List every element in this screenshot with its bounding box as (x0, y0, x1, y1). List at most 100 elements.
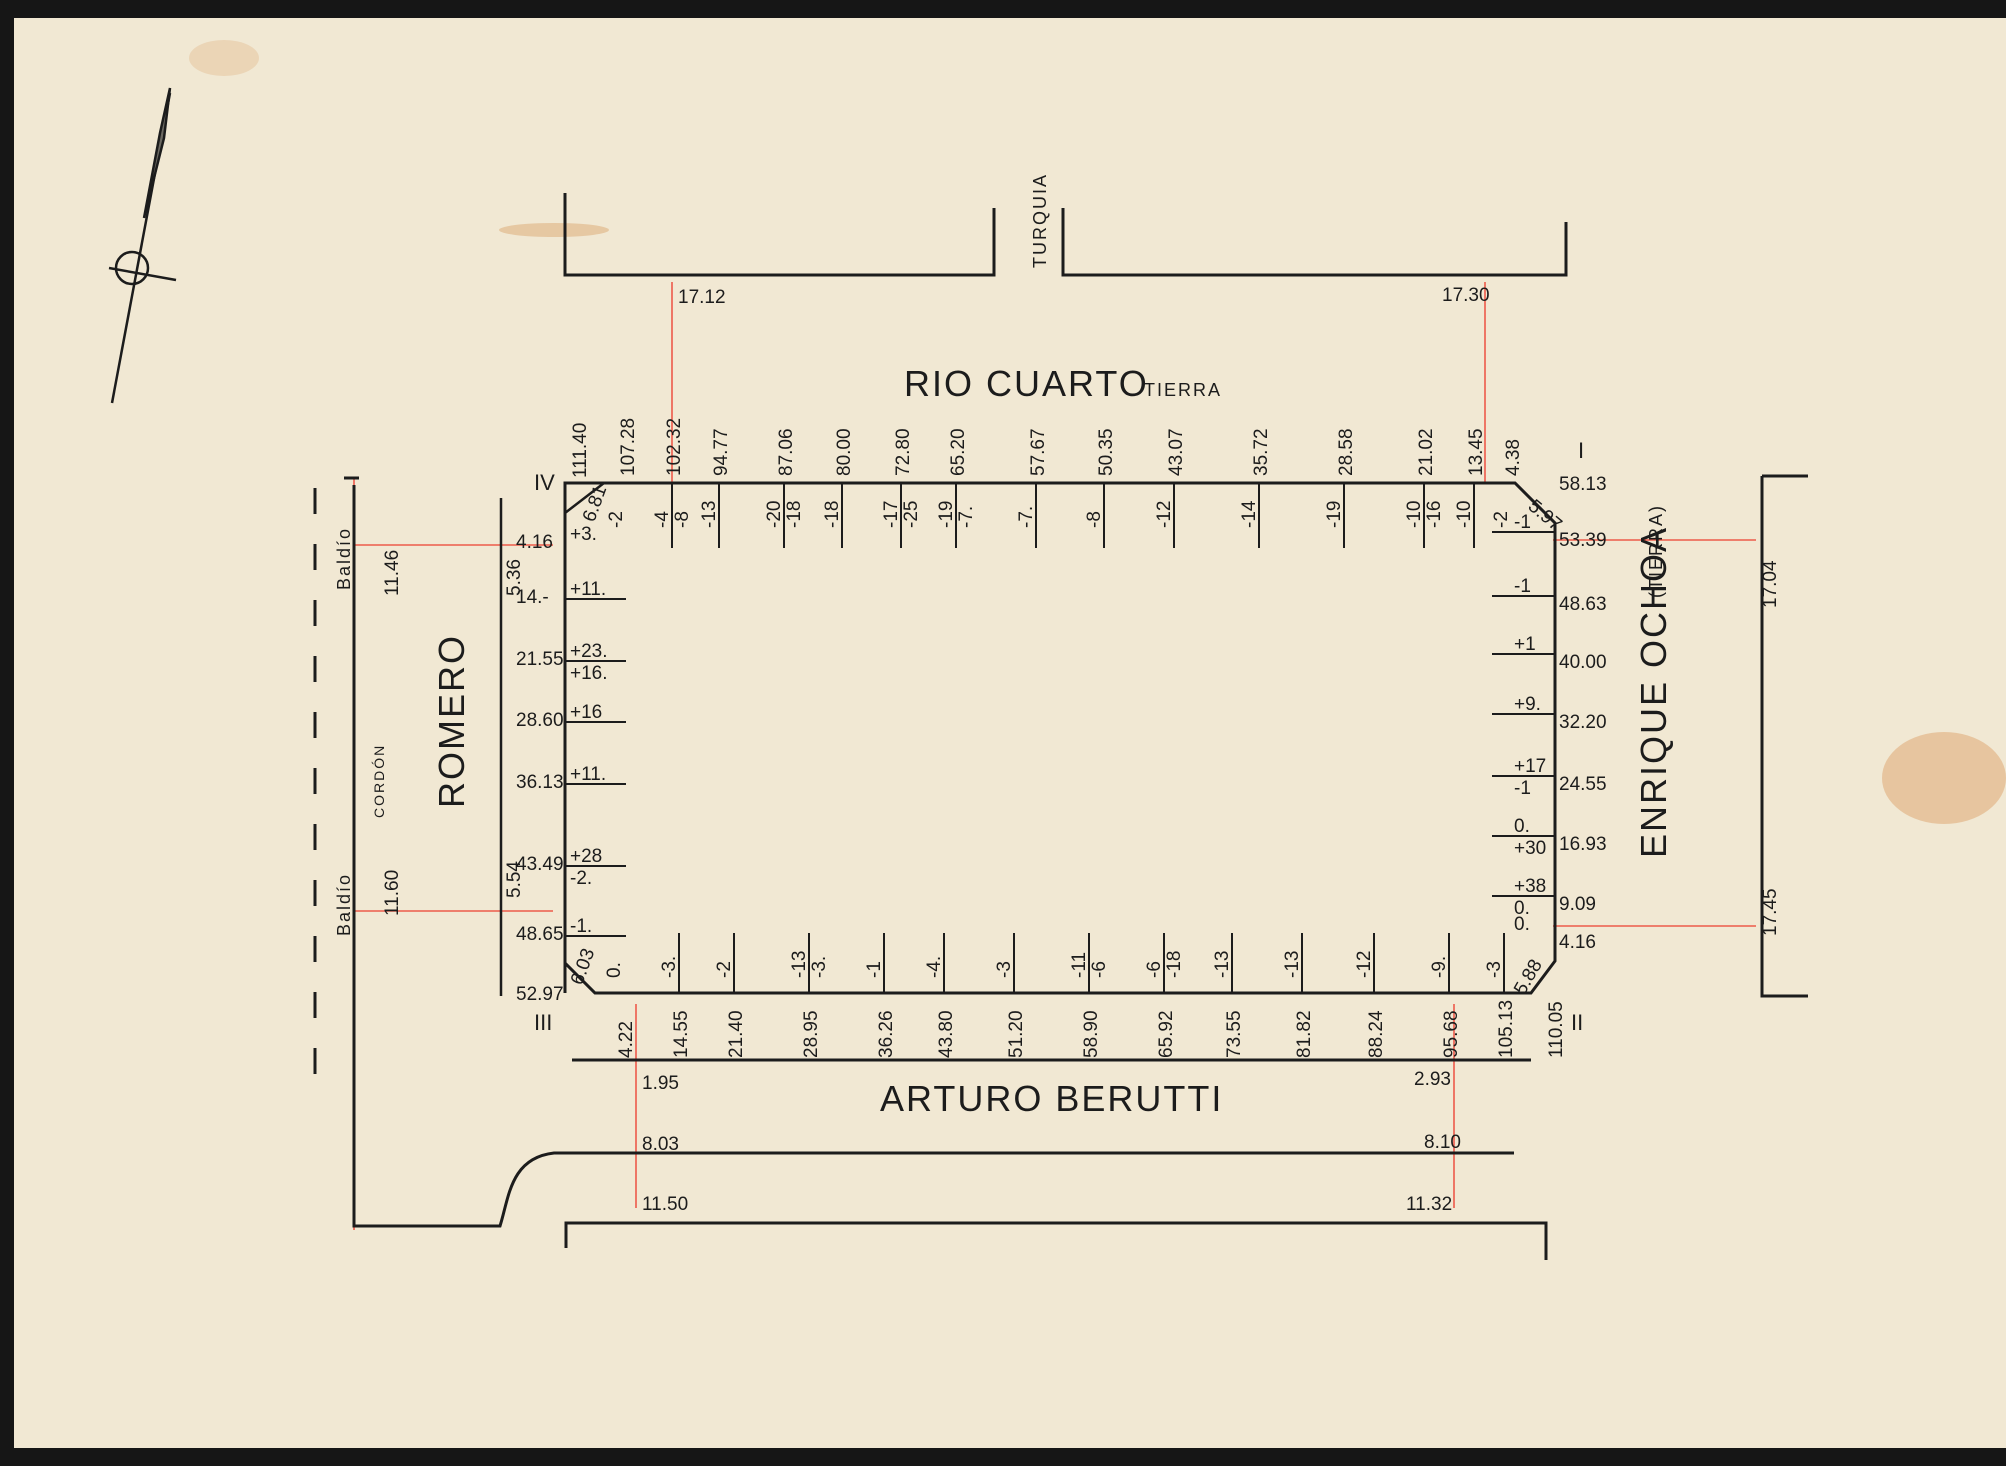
south-level-label: -6 (1089, 961, 1110, 978)
south-level-label: -6 (1144, 961, 1165, 978)
west-distance-label: 48.65 (516, 924, 564, 945)
north-level-label: -14 (1239, 500, 1260, 528)
north-distance-label: 43.07 (1166, 428, 1187, 476)
east-level-label: 0. (1514, 914, 1530, 935)
south-level-label: -13 (1212, 951, 1233, 978)
south-level-label: -3 (994, 961, 1015, 978)
north-distance-label: 72.80 (893, 428, 914, 476)
south-distance-label: 36.26 (876, 1010, 897, 1058)
north-level-label: -7. (1016, 506, 1037, 528)
east-distance-label: 48.63 (1559, 594, 1607, 615)
west-level-label: -2. (570, 868, 592, 889)
east-level-label: +30 (1514, 838, 1546, 859)
street-lines (344, 193, 1808, 1260)
south-level-label: -13 (789, 951, 810, 978)
south-level-label: -2 (714, 961, 735, 978)
north-level-label: -10 (1404, 501, 1425, 528)
west-distance-label: 28.60 (516, 710, 564, 731)
street-name-south: ARTURO BERUTTI (880, 1078, 1223, 1119)
south-distance-label: 21.40 (726, 1010, 747, 1058)
offset-west-top: 11.46 (382, 550, 403, 596)
south-level-label: -13 (1282, 951, 1303, 978)
offset-south-outer-right: 11.32 (1406, 1194, 1452, 1215)
north-distance-label: 87.06 (776, 428, 797, 476)
south-distance-label: 28.95 (801, 1010, 822, 1058)
street-note-north: TIERRA (1144, 380, 1222, 400)
south-distance-label: 88.24 (1366, 1010, 1387, 1058)
north-distance-label: 102.32 (664, 418, 685, 476)
east-distance-label: 16.93 (1559, 834, 1607, 855)
north-distance-label: 50.35 (1096, 428, 1117, 476)
corner-value-nw-top: 111.40 (570, 423, 591, 478)
east-level-label: +38 (1514, 876, 1546, 897)
west-distance-label: 52.97 (516, 984, 564, 1005)
offset-west-inner-bottom: 5.54 (504, 861, 525, 898)
north-level-label: -18 (784, 501, 805, 528)
north-distance-label: 107.28 (618, 418, 639, 476)
south-distance-label: 110.05 (1546, 1001, 1567, 1058)
street-name-east: ENRIQUE OCHOA (1633, 526, 1674, 858)
south-distance-label: 65.92 (1156, 1010, 1177, 1058)
south-level-label: -3. (809, 956, 830, 978)
south-distance-label: 95.68 (1441, 1010, 1462, 1058)
west-level-label: +23. (570, 641, 608, 662)
vacant-lot-label-top: Baldío (334, 527, 354, 590)
offset-south-inner-right: 2.93 (1414, 1069, 1451, 1090)
south-level-label: -1 (864, 961, 885, 978)
offset-south-mid-right: 8.10 (1424, 1132, 1461, 1153)
east-level-label: 0. (1514, 898, 1530, 919)
west-level-label: +16 (570, 702, 602, 723)
south-distance-label: 81.82 (1294, 1010, 1315, 1058)
south-level-label: -12 (1354, 951, 1375, 978)
west-distance-label: 21.55 (516, 649, 564, 670)
east-level-label: +17 (1514, 756, 1546, 777)
street-note-east: (TIERRA) (1646, 504, 1666, 598)
survey-sheet: RIO CUARTO TIERRA ARTURO BERUTTI ROMERO … (14, 18, 2006, 1448)
corner-label-se: II (1571, 1010, 1583, 1035)
corner-value-sw-chamfer: 6.03 (567, 946, 599, 988)
north-distance-label: 28.58 (1336, 428, 1357, 476)
south-level-label: -11 (1069, 952, 1090, 978)
south-distance-label: 4.22 (616, 1021, 637, 1058)
west-distance-label: 4.16 (516, 532, 553, 553)
north-level-label: -4 (652, 511, 673, 528)
north-level-label: -8 (1084, 511, 1105, 528)
north-distance-label: 57.67 (1028, 428, 1049, 476)
north-distance-label: 94.77 (711, 428, 732, 476)
north-level-label: -12 (1154, 501, 1175, 528)
offset-south-inner-left: 1.95 (642, 1073, 679, 1094)
north-level-label: -17 (881, 501, 902, 528)
north-level-label: -25 (901, 501, 922, 528)
street-name-north: RIO CUARTO (904, 363, 1149, 404)
south-distance-label: 14.55 (671, 1010, 692, 1058)
east-distance-label: 53.39 (1559, 530, 1607, 551)
offset-north-right: 17.30 (1442, 285, 1490, 306)
west-distance-label: 36.13 (516, 772, 564, 793)
north-level-label: -7. (956, 506, 977, 528)
south-distance-label: 73.55 (1224, 1010, 1245, 1058)
north-level-label: -13 (699, 501, 720, 528)
curb-label: CORDÓN (371, 744, 387, 818)
south-level-label: 0. (604, 962, 625, 978)
paper-stain (189, 40, 259, 76)
street-name-west: ROMERO (431, 634, 472, 808)
north-level-label: -20 (764, 501, 785, 528)
offset-west-bottom: 11.60 (382, 870, 403, 916)
east-distance-label: 24.55 (1559, 774, 1607, 795)
west-level-label: -1. (570, 916, 592, 937)
east-distance-label: 40.00 (1559, 652, 1607, 673)
north-level-label: -19 (1324, 501, 1345, 528)
east-distance-label: 4.16 (1559, 932, 1596, 953)
offset-east-bottom: 17.45 (1760, 888, 1781, 936)
north-level-label: -8 (672, 511, 693, 528)
south-distance-label: 43.80 (936, 1010, 957, 1058)
east-level-label: -1 (1514, 576, 1531, 597)
corner-label-nw: IV (534, 470, 555, 495)
north-distance-label: 65.20 (948, 428, 969, 476)
north-level-label: -18 (822, 501, 843, 528)
offset-north-left: 17.12 (678, 287, 726, 308)
paper-stain (1882, 732, 2006, 824)
south-level-label: -9. (1429, 956, 1450, 978)
east-level-label: 0. (1514, 816, 1530, 837)
east-distance-label: 32.20 (1559, 712, 1607, 733)
